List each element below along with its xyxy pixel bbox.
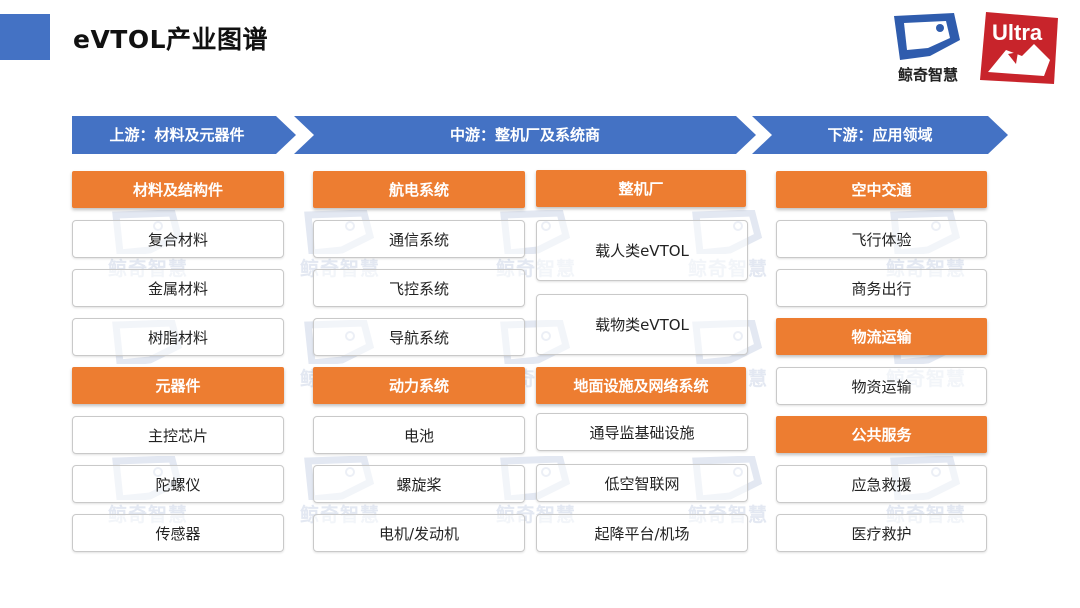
materials-item-metal: 金属材料 (72, 269, 284, 307)
materials-item-resin: 树脂材料 (72, 318, 284, 356)
page-title: eVTOL产业图谱 (73, 25, 269, 54)
air-traffic-item-experience: 飞行体验 (776, 220, 987, 258)
public-service-item-emergency: 应急救援 (776, 465, 987, 503)
ground-item-vertiport: 起降平台/机场 (536, 514, 748, 552)
corner-accent (0, 14, 50, 60)
upstream-arrow: 上游：材料及元器件 (72, 116, 296, 154)
oem-item-cargo: 载物类eVTOL (536, 294, 748, 355)
oem-header: 整机厂 (536, 170, 746, 207)
midstream-label: 中游：整机厂及系统商 (449, 126, 600, 144)
brand-logo-icon (894, 13, 960, 60)
ground-header: 地面设施及网络系统 (536, 367, 746, 404)
midstream-arrow: 中游：整机厂及系统商 (294, 116, 756, 154)
power-item-propeller: 螺旋桨 (313, 465, 525, 503)
downstream-label: 下游：应用领域 (827, 126, 933, 144)
oem-item-passenger: 载人类eVTOL (536, 220, 748, 281)
logistics-header: 物流运输 (776, 318, 987, 355)
avionics-header: 航电系统 (313, 171, 525, 208)
ultra-logo: Ultra (978, 8, 1060, 86)
components-item-sensor: 传感器 (72, 514, 284, 552)
brand-name: 鲸奇智慧 (897, 66, 958, 84)
downstream-arrow: 下游：应用领域 (752, 116, 1008, 154)
power-item-battery: 电池 (313, 416, 525, 454)
air-traffic-header: 空中交通 (776, 171, 987, 208)
public-service-item-medical: 医疗救护 (776, 514, 987, 552)
ultra-logo-text: Ultra (992, 20, 1043, 45)
materials-item-composite: 复合材料 (72, 220, 284, 258)
ground-item-cns: 通导监基础设施 (536, 413, 748, 451)
ultra-logo-icon: Ultra (980, 12, 1058, 84)
components-item-gyroscope: 陀螺仪 (72, 465, 284, 503)
ground-item-network: 低空智联网 (536, 464, 748, 502)
components-header: 元器件 (72, 367, 284, 404)
materials-header: 材料及结构件 (72, 171, 284, 208)
upstream-label: 上游：材料及元器件 (109, 126, 245, 144)
avionics-item-communication: 通信系统 (313, 220, 525, 258)
power-header: 动力系统 (313, 367, 525, 404)
avionics-item-flight-control: 飞控系统 (313, 269, 525, 307)
brand-logo: 鲸奇智慧 (888, 10, 968, 84)
air-traffic-item-business: 商务出行 (776, 269, 987, 307)
public-service-header: 公共服务 (776, 416, 987, 453)
power-item-motor: 电机/发动机 (313, 514, 525, 552)
avionics-item-navigation: 导航系统 (313, 318, 525, 356)
components-item-chip: 主控芯片 (72, 416, 284, 454)
logistics-item-supplies: 物资运输 (776, 367, 987, 405)
